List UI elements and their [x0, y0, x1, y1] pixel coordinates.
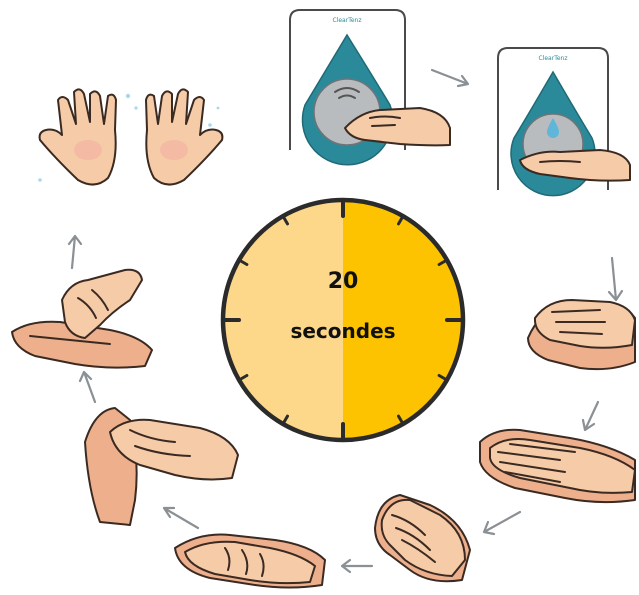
dispenser-brand-label-2: ClearTenz	[539, 55, 568, 62]
step-arrow-icon	[80, 372, 95, 402]
palm-to-palm-rub-icon	[528, 300, 635, 369]
fingertips-in-palm-rub-icon	[12, 270, 152, 368]
step-arrow-icon	[342, 560, 372, 572]
back-of-hands-rub-icon	[375, 495, 470, 581]
step-arrow-icon	[432, 70, 468, 86]
dispenser-activate-icon: ClearTenz	[290, 10, 450, 165]
interlaced-fingers-rub-icon	[480, 430, 635, 502]
step-arrow-icon	[609, 258, 622, 300]
step-arrow-icon	[583, 402, 598, 430]
timer-value: 20	[328, 269, 359, 294]
timer-unit: secondes	[290, 319, 395, 343]
dispenser-brand-label: ClearTenz	[333, 17, 362, 24]
step-arrow-icon	[484, 512, 520, 534]
step-arrow-icon	[69, 236, 81, 268]
dispenser-dispense-icon: ClearTenz	[498, 48, 630, 196]
step-arrow-icon	[164, 508, 198, 528]
clean-dry-hands-icon	[38, 89, 222, 184]
fingers-locked-rub-icon	[175, 535, 325, 588]
thumb-rotation-rub-icon	[85, 408, 238, 525]
timer-clock: 20 secondes	[223, 200, 463, 440]
